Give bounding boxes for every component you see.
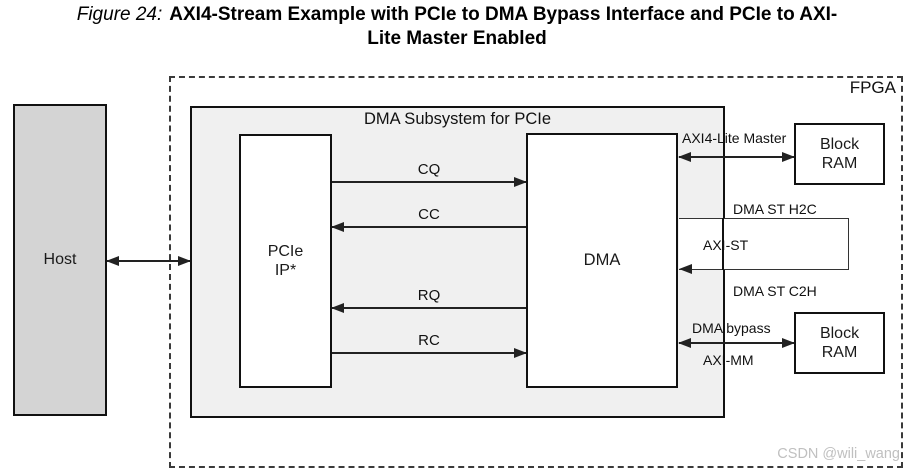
pcie-ip-label-line1: PCIe <box>267 243 304 260</box>
arrowhead-left <box>331 222 344 232</box>
block-ram-bottom-line1: Block <box>819 325 860 342</box>
block-ram-top-block: Block RAM <box>794 123 885 185</box>
host-label: Host <box>43 251 77 268</box>
dma-st-c2h-arrowhead <box>679 264 692 274</box>
caption-line-1: Figure 24: AXI4-Stream Example with PCIe … <box>0 3 914 27</box>
dma-bypass-label: DMA bypass <box>692 320 771 336</box>
axi-st-label: AXI-ST <box>703 237 749 253</box>
arrowhead-left <box>678 152 691 162</box>
fpga-label: FPGA <box>849 78 896 97</box>
channel-label-cc: CC <box>418 206 440 223</box>
block-ram-bottom-line2: RAM <box>821 344 858 361</box>
dma-label: DMA <box>583 251 621 269</box>
axi4-lite-master-arrow <box>678 152 795 162</box>
channel-label-rq: RQ <box>417 287 441 304</box>
pcie-ip-label-line2: IP* <box>274 262 297 279</box>
arrowhead-left <box>106 256 119 266</box>
rc-arrow <box>332 348 527 358</box>
arrowhead-right <box>514 348 527 358</box>
channel-label-rc: RC <box>418 332 440 349</box>
arrowhead-left <box>331 303 344 313</box>
channel-label-cq: CQ <box>417 161 441 178</box>
cc-arrow <box>331 222 526 232</box>
watermark-text: CSDN @wili_wang <box>777 446 900 462</box>
dma-st-c2h-label: DMA ST C2H <box>733 283 817 299</box>
block-ram-top-line2: RAM <box>821 155 858 172</box>
axi4-lite-master-label: AXI4-Lite Master <box>682 130 787 146</box>
cq-arrow <box>332 177 527 187</box>
caption-title-part1: AXI4-Stream Example with PCIe to DMA Byp… <box>169 4 838 25</box>
arrowhead-right <box>782 152 795 162</box>
dma-bypass-arrow <box>678 338 795 348</box>
host-pcie-arrow <box>106 256 191 266</box>
pcie-ip-block: PCIe IP* <box>239 134 332 388</box>
dma-subsystem-title: DMA Subsystem for PCIe <box>363 110 552 128</box>
host-block: Host <box>13 104 107 416</box>
fpga-boundary-box <box>169 76 903 468</box>
arrowhead-left <box>678 338 691 348</box>
rq-arrow <box>331 303 526 313</box>
figure-caption: Figure 24: AXI4-Stream Example with PCIe … <box>0 3 914 51</box>
arrowhead-right <box>514 177 527 187</box>
subsystem-border-segment <box>722 218 724 270</box>
dma-block: DMA <box>526 133 678 388</box>
axi-st-loopback-path <box>679 218 849 270</box>
axi-mm-label: AXI-MM <box>703 352 754 368</box>
arrowhead-right <box>782 338 795 348</box>
figure-number: Figure 24: <box>76 4 163 25</box>
block-ram-top-line1: Block <box>819 136 860 153</box>
block-ram-bottom-block: Block RAM <box>794 312 885 374</box>
caption-line-2: Lite Master Enabled <box>367 28 547 49</box>
arrowhead-right <box>178 256 191 266</box>
dma-st-h2c-label: DMA ST H2C <box>733 201 817 217</box>
